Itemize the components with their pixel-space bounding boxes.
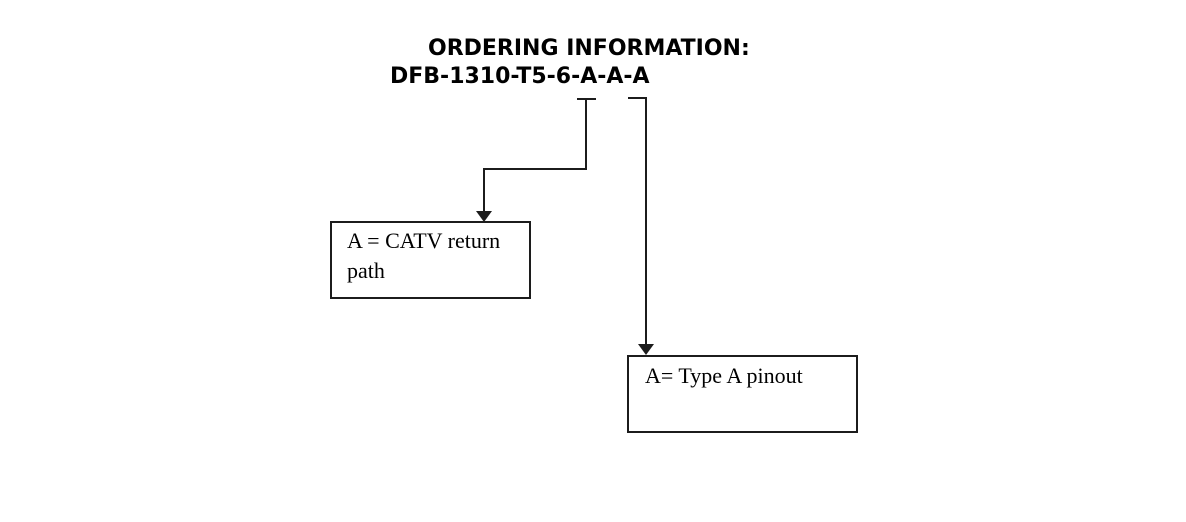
connector-pinout-vertical <box>645 97 647 345</box>
connector-catv-vertical-upper <box>585 98 587 170</box>
diagram-title: ORDERING INFORMATION: <box>428 36 750 61</box>
callout-box-type-a-pinout: A= Type A pinout <box>627 355 858 433</box>
callout-text-line: path <box>347 258 385 283</box>
connector-catv-horizontal <box>483 168 587 170</box>
part-number: DFB-1310-T5-6-A-A-A <box>390 64 650 89</box>
connector-pinout-top-cap <box>628 97 647 99</box>
callout-text-line: A= Type A pinout <box>645 363 803 388</box>
callout-text-line: A = CATV return <box>347 228 501 253</box>
connector-catv-vertical-lower <box>483 168 485 212</box>
arrow-down-icon <box>638 344 654 355</box>
callout-box-catv-return-path: A = CATV return path <box>330 221 531 299</box>
arrow-down-icon <box>476 211 492 222</box>
